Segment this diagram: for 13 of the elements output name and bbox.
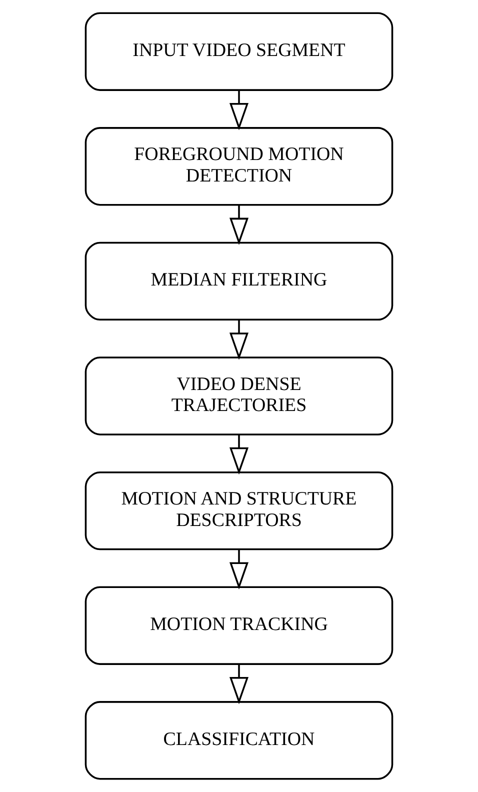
arrow bbox=[229, 205, 249, 246]
node-box: MOTION AND STRUCTURE DESCRIPTORS bbox=[84, 471, 394, 550]
node-box: MEDIAN FILTERING bbox=[84, 242, 394, 321]
node-box: MOTION TRACKING bbox=[84, 586, 394, 665]
arrow bbox=[229, 549, 249, 590]
arrow bbox=[229, 90, 249, 130]
node-box: FOREGROUND MOTION DETECTION bbox=[84, 127, 394, 206]
node-box: CLASSIFICATION bbox=[84, 701, 394, 780]
arrow bbox=[229, 434, 249, 475]
node-box: INPUT VIDEO SEGMENT bbox=[84, 12, 394, 91]
arrow bbox=[229, 320, 249, 360]
node-box: VIDEO DENSE TRAJECTORIES bbox=[84, 356, 394, 436]
arrow bbox=[229, 664, 249, 704]
